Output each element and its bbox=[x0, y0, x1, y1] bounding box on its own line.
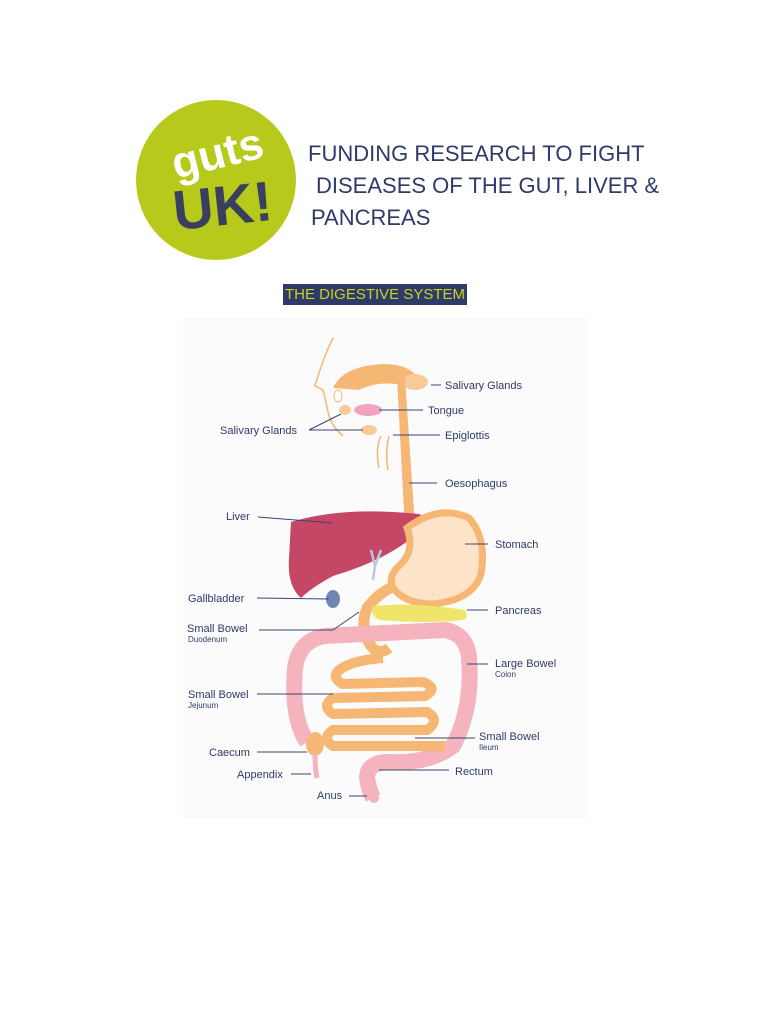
salivary-gland-lower-2 bbox=[361, 425, 377, 435]
label-anus: Anus bbox=[317, 790, 343, 802]
face-outline bbox=[314, 337, 344, 437]
label-epiglottis: Epiglottis bbox=[445, 430, 490, 442]
label-small-bowel-duodenum: Small Bowel bbox=[187, 623, 248, 635]
headline-line-1: FUNDING RESEARCH TO FIGHT bbox=[308, 141, 645, 166]
label-small-bowel-ileum: Small Bowel bbox=[479, 731, 540, 743]
guts-uk-logo: guts UK! bbox=[136, 100, 296, 260]
salivary-gland-upper bbox=[402, 374, 428, 390]
small-bowel-loops bbox=[322, 653, 445, 751]
headline-line-3: PANCREAS bbox=[311, 205, 431, 230]
digestive-system-diagram: Salivary Glands Tongue Salivary Glands E… bbox=[183, 318, 588, 818]
gallbladder bbox=[326, 590, 340, 608]
caecum bbox=[306, 732, 324, 756]
label-salivary-glands-left: Salivary Glands bbox=[220, 425, 298, 437]
pancreas bbox=[371, 604, 467, 622]
line-duodenum-b bbox=[332, 611, 360, 631]
tongue bbox=[354, 404, 382, 416]
label-tongue: Tongue bbox=[428, 405, 464, 417]
label-stomach: Stomach bbox=[495, 539, 538, 551]
epiglottis-curve bbox=[376, 435, 390, 471]
section-title: THE DIGESTIVE SYSTEM bbox=[283, 284, 468, 305]
label-large-bowel: Large Bowel bbox=[495, 658, 556, 670]
label-caecum: Caecum bbox=[209, 747, 250, 759]
line-salivary-left-a bbox=[308, 413, 342, 431]
salivary-gland-lower-3 bbox=[333, 389, 343, 403]
large-bowel bbox=[286, 621, 478, 802]
oesophagus bbox=[397, 378, 415, 530]
label-gallbladder: Gallbladder bbox=[188, 593, 245, 605]
line-gallbladder bbox=[256, 597, 330, 600]
label-salivary-glands-right: Salivary Glands bbox=[445, 380, 523, 392]
logo-text-bottom: UK! bbox=[170, 169, 276, 242]
label-rectum: Rectum bbox=[455, 766, 493, 778]
label-liver: Liver bbox=[226, 511, 250, 523]
label-jejunum: Jejunum bbox=[188, 701, 219, 710]
anus bbox=[369, 793, 379, 803]
label-small-bowel-jejunum: Small Bowel bbox=[188, 689, 249, 701]
label-duodenum: Duodenum bbox=[188, 635, 227, 644]
label-pancreas: Pancreas bbox=[495, 605, 542, 617]
headline: FUNDING RESEARCH TO FIGHT DISEASES OF TH… bbox=[308, 138, 728, 234]
logo-circle bbox=[136, 100, 296, 260]
appendix bbox=[312, 753, 320, 779]
label-oesophagus: Oesophagus bbox=[445, 478, 508, 490]
stomach bbox=[387, 509, 486, 608]
salivary-gland-lower-1 bbox=[339, 405, 351, 415]
line-liver bbox=[257, 516, 334, 524]
headline-line-2: DISEASES OF THE GUT, LIVER & bbox=[316, 173, 660, 198]
bile-duct bbox=[369, 549, 383, 581]
label-appendix: Appendix bbox=[237, 769, 283, 781]
liver bbox=[288, 511, 425, 598]
label-ileum: Ileum bbox=[479, 743, 499, 752]
label-colon: Colon bbox=[495, 670, 516, 679]
